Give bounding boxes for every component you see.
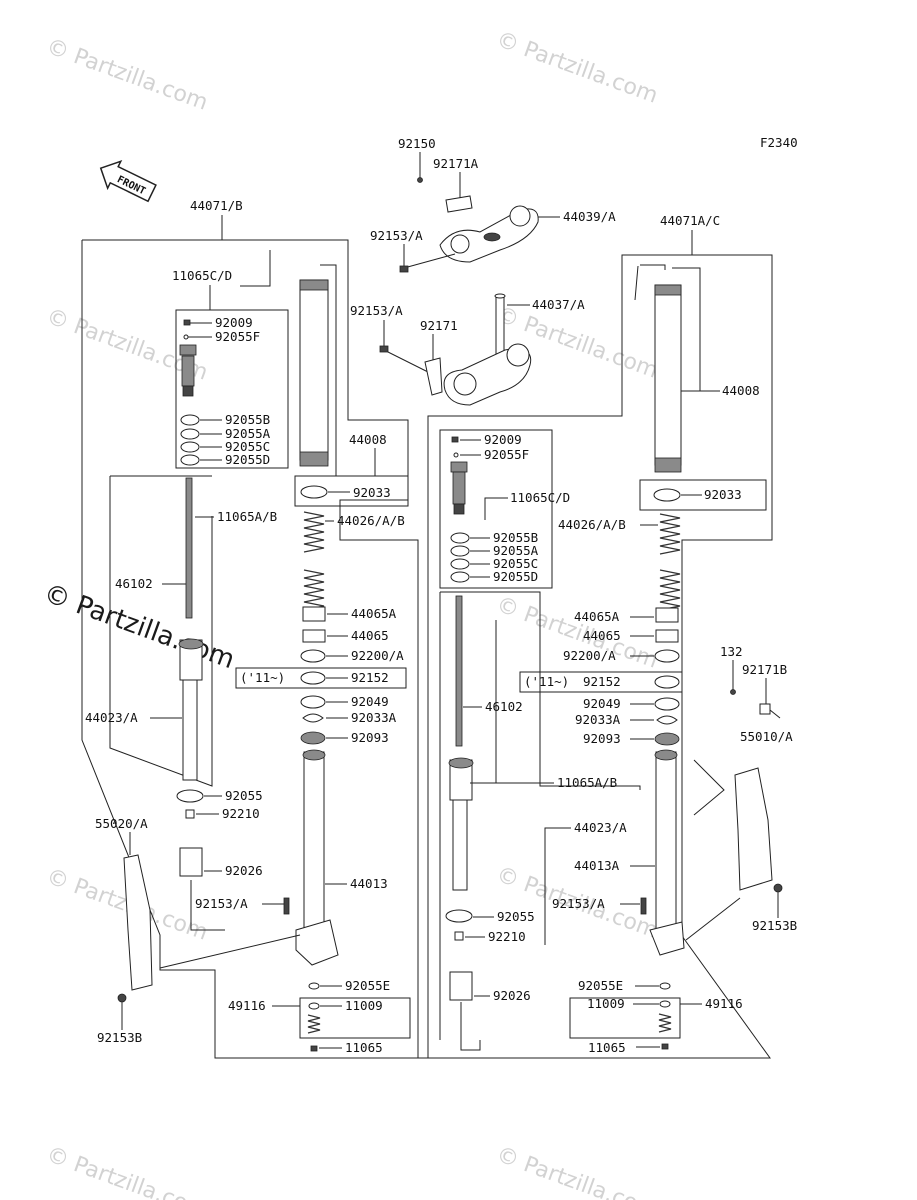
label-R-92153B: 92153B <box>752 918 797 933</box>
label-92200A: 92200/A <box>351 648 404 663</box>
label-44023A: 44023/A <box>85 710 138 725</box>
label-R-92055A: 92055A <box>493 543 539 558</box>
watermark: © Partzilla.com <box>43 34 211 116</box>
label-R-92171B: 92171B <box>742 662 787 677</box>
label-R-92033A: 92033A <box>575 712 621 727</box>
label-49116: 49116 <box>228 998 266 1013</box>
label-92026: 92026 <box>225 863 263 878</box>
label-92093: 92093 <box>351 730 389 745</box>
label-44037A: 44037/A <box>532 297 585 312</box>
label-92055F: 92055F <box>215 329 260 344</box>
label-R-92055E: 92055E <box>578 978 623 993</box>
label-R-92055F: 92055F <box>484 447 529 462</box>
label-R-44065A: 44065A <box>574 609 620 624</box>
label-R-92055: 92055 <box>497 909 535 924</box>
label-92055A: 92055A <box>225 426 271 441</box>
label-R-44023A: 44023/A <box>574 820 627 835</box>
label-92150: 92150 <box>398 136 436 151</box>
label-92153A-mid: 92153/A <box>350 303 403 318</box>
label-R-44026AB: 44026/A/B <box>558 517 626 532</box>
label-R-92093: 92093 <box>583 731 621 746</box>
label-11065CD: 11065C/D <box>172 268 232 283</box>
label-R-92026: 92026 <box>493 988 531 1003</box>
label-92049: 92049 <box>351 694 389 709</box>
label-92153A: 92153/A <box>195 896 248 911</box>
label-44065A: 44065A <box>351 606 397 621</box>
label-R-92049: 92049 <box>583 696 621 711</box>
label-92055C: 92055C <box>225 439 270 454</box>
label-11065: 11065 <box>345 1040 383 1055</box>
label-R-11065: 11065 <box>588 1040 626 1055</box>
label-R-44013A: 44013A <box>574 858 620 873</box>
label-11009: 11009 <box>345 998 383 1013</box>
label-92152: 92152 <box>351 670 389 685</box>
label-92055: 92055 <box>225 788 263 803</box>
label-R-11-model: ('11~) <box>524 674 569 689</box>
label-92153B: 92153B <box>97 1030 142 1045</box>
label-R-92152: 92152 <box>583 674 621 689</box>
watermark: © Partzilla.com <box>493 1142 661 1200</box>
label-R-92200A: 92200/A <box>563 648 616 663</box>
label-92033: 92033 <box>353 485 391 500</box>
label-R-92033: 92033 <box>704 487 742 502</box>
label-R-11009: 11009 <box>587 996 625 1011</box>
label-92055B: 92055B <box>225 412 270 427</box>
label-R-11065CD: 11065C/D <box>510 490 570 505</box>
label-11065AB: 11065A/B <box>217 509 277 524</box>
label-R-92055B: 92055B <box>493 530 538 545</box>
label-R-92055D: 92055D <box>493 569 538 584</box>
label-R-92153A: 92153/A <box>552 896 605 911</box>
label-92171: 92171 <box>420 318 458 333</box>
left-fork-assembly: 44071/B 11065C/D 92009 92055F 92055B 920… <box>81 198 419 1059</box>
label-R-49116: 49116 <box>705 996 743 1011</box>
label-R-92210: 92210 <box>488 929 526 944</box>
label-R-44065: 44065 <box>583 628 621 643</box>
label-92055E: 92055E <box>345 978 390 993</box>
label-44008: 44008 <box>349 432 387 447</box>
label-44026AB: 44026/A/B <box>337 513 405 528</box>
label-R-55010A: 55010/A <box>740 729 793 744</box>
label-46102: 46102 <box>115 576 153 591</box>
label-92055D: 92055D <box>225 452 270 467</box>
right-fork-assembly: 44071A/C 44008 92033 92009 92055F 11065C… <box>427 213 797 1059</box>
label-R-92055C: 92055C <box>493 556 538 571</box>
label-44039A: 44039/A <box>563 209 616 224</box>
label-92171A: 92171A <box>433 156 479 171</box>
label-11-model: ('11~) <box>240 670 285 685</box>
label-44065: 44065 <box>351 628 389 643</box>
front-arrow-icon: FRONT <box>99 159 157 203</box>
label-R-44008: 44008 <box>722 383 760 398</box>
watermark: © Partzilla.com <box>43 1142 211 1200</box>
watermark: © Partzilla.com <box>493 27 661 109</box>
label-44071AC: 44071A/C <box>660 213 720 228</box>
label-92033A: 92033A <box>351 710 397 725</box>
label-R-132: 132 <box>720 644 743 659</box>
label-92210: 92210 <box>222 806 260 821</box>
label-44013: 44013 <box>350 876 388 891</box>
top-clamp-group: 92150 92171A 44039/A 92153/A 44037/A 921… <box>350 136 616 406</box>
figure-code: F2340 <box>760 135 798 150</box>
label-R-46102: 46102 <box>485 699 523 714</box>
label-R-92009: 92009 <box>484 432 522 447</box>
label-92153A-top: 92153/A <box>370 228 423 243</box>
label-R-11065AB: 11065A/B <box>557 775 617 790</box>
label-55020A: 55020/A <box>95 816 148 831</box>
watermark-strong: © Partzilla.com <box>40 578 239 675</box>
label-44071B: 44071/B <box>190 198 243 213</box>
label-92009: 92009 <box>215 315 253 330</box>
